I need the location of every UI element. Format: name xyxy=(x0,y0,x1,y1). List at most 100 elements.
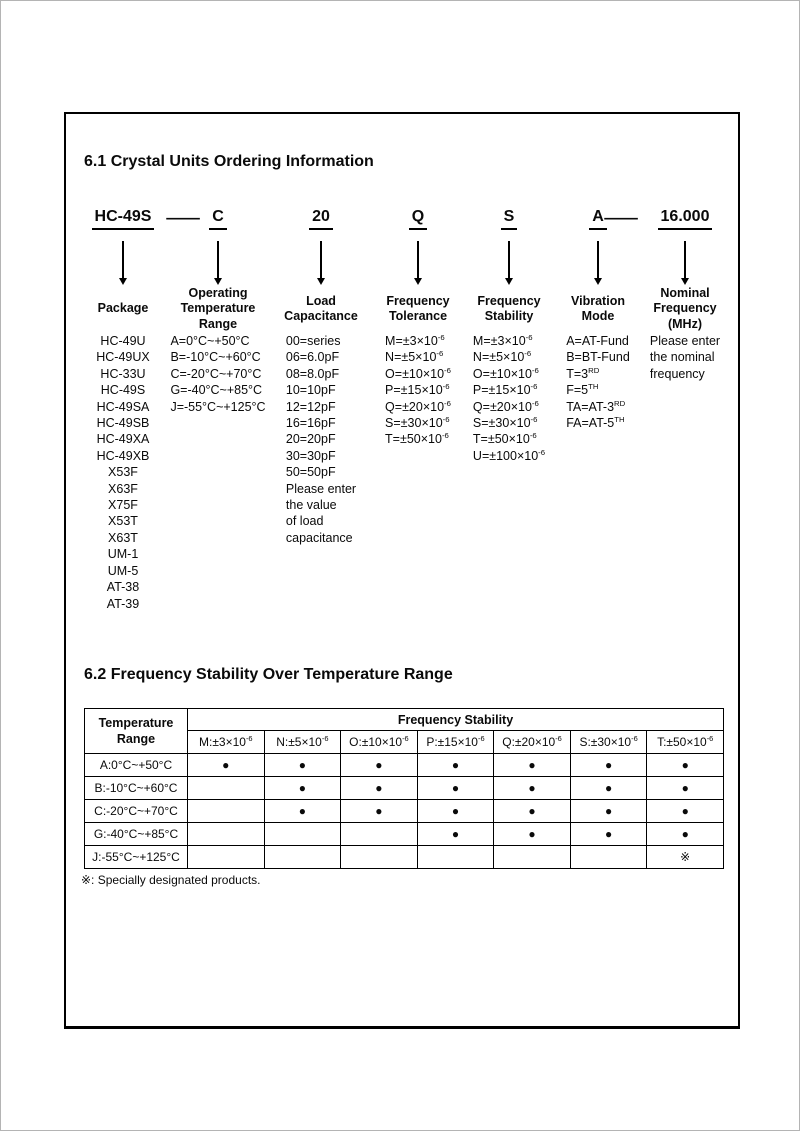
list-item: C=-20°C~+70°C xyxy=(170,366,262,381)
column-label: Vibration Mode xyxy=(571,293,625,324)
list-item: Q=±20×10-6 xyxy=(472,398,539,414)
availability-dot: ● xyxy=(263,799,342,823)
list-item: A=0°C~+50°C xyxy=(170,334,250,348)
table-row: C:-20°C~+70°C●●●●●● xyxy=(84,799,724,823)
down-arrow-icon xyxy=(684,241,686,278)
code-part-temperature: C xyxy=(209,207,227,241)
list-item: Please enter xyxy=(285,481,357,496)
availability-dot: ● xyxy=(493,799,571,823)
list-item: T=±50×10-6 xyxy=(385,431,449,447)
column-label: Frequency Tolerance xyxy=(386,293,450,324)
list-item: Q=±20×10-6 xyxy=(385,398,451,414)
stability-column-header: N:±5×10-6 xyxy=(263,730,342,754)
code-part-frequency-stability: S xyxy=(500,207,518,241)
list-item: X53T xyxy=(108,514,138,529)
code-part-frequency-tolerance: Q xyxy=(408,207,428,241)
code-part-text: S xyxy=(500,207,518,230)
list-item: M=±3×10-6 xyxy=(472,332,533,348)
stability-column-header: P:±15×10-6 xyxy=(416,730,495,754)
availability-dot: ● xyxy=(493,776,571,800)
list-item: T=3RD xyxy=(566,365,600,381)
list-item: X75F xyxy=(108,498,138,513)
pointer-vibration-mode: Vibration Mode xyxy=(555,241,641,333)
list-item: 00=series xyxy=(285,334,341,348)
code-part-text: 20 xyxy=(309,207,333,230)
availability-dot: ● xyxy=(569,753,648,777)
list-item: 08=8.0pF xyxy=(285,366,340,381)
stability-column-header: M:±3×10-6 xyxy=(187,730,265,754)
empty-cell xyxy=(187,799,265,823)
availability-dot: ● xyxy=(340,753,418,777)
down-arrow-icon xyxy=(122,241,124,278)
list-item: the value xyxy=(285,498,337,513)
temperature-range-cell: B:-10°C~+60°C xyxy=(84,776,188,800)
list-item: HC-49SB xyxy=(96,416,150,431)
list-item: X63F xyxy=(108,481,138,496)
code-part-vibration-mode: A xyxy=(589,207,607,241)
list-item: S=±30×10-6 xyxy=(385,414,450,431)
list-item: Please enter xyxy=(649,334,721,348)
code-separator-dash: — xyxy=(604,210,638,227)
availability-dot: ● xyxy=(263,776,342,800)
list-item: of load xyxy=(285,514,324,529)
pointer-load-capacitance: Load Capacitance xyxy=(269,241,373,333)
list-item: HC-49SA xyxy=(96,399,150,414)
empty-cell xyxy=(187,776,265,800)
list-item: HC-49S xyxy=(100,383,146,398)
down-arrow-head-icon xyxy=(681,278,689,285)
availability-dot: ● xyxy=(646,799,724,823)
list-item: capacitance xyxy=(285,530,353,545)
availability-dot: ● xyxy=(340,776,418,800)
table-body: A:0°C~+50°C●●●●●●●B:-10°C~+60°C●●●●●●C:-… xyxy=(84,753,724,869)
code-part-text: Q xyxy=(408,207,428,230)
list-item: HC-49UX xyxy=(96,350,150,365)
list-item: X63T xyxy=(108,530,138,545)
availability-dot: ● xyxy=(493,822,571,846)
temperature-range-cell: C:-20°C~+70°C xyxy=(84,799,188,823)
list-item: 20=20pF xyxy=(285,432,336,447)
list-item: frequency xyxy=(649,366,705,381)
availability-dot: ● xyxy=(416,753,495,777)
table-footnote: ※: Specially designated products. xyxy=(81,873,261,887)
list-item: N=±5×10-6 xyxy=(385,349,444,365)
code-part-load-capacitance: 20 xyxy=(309,207,333,241)
column-label: Nominal Frequency (MHz) xyxy=(653,285,717,331)
availability-dot: ● xyxy=(263,753,342,777)
list-item: O=±10×10-6 xyxy=(385,365,451,381)
pointer-nominal-frequency: Nominal Frequency (MHz) xyxy=(641,241,729,333)
list-item: S=±30×10-6 xyxy=(472,414,538,431)
column-label: Load Capacitance xyxy=(284,293,358,324)
down-arrow-head-icon xyxy=(505,278,513,285)
temperature-range-header: Temperature Range xyxy=(84,708,188,754)
list-item: HC-33U xyxy=(100,366,146,381)
pointer-temperature: Operating Temperature Range xyxy=(167,241,269,333)
frequency-stability-table: Temperature Range Frequency Stability M:… xyxy=(84,708,724,869)
down-arrow-icon xyxy=(320,241,322,278)
list-item: 30=30pF xyxy=(285,448,336,463)
frequency-stability-group-header: Frequency Stability xyxy=(187,708,724,731)
down-arrow-icon xyxy=(597,241,599,278)
content-border-box xyxy=(64,112,740,1029)
column-label: Operating Temperature Range xyxy=(180,285,256,331)
list-item: U=±100×10-6 xyxy=(472,447,546,463)
down-arrow-icon xyxy=(417,241,419,278)
code-part-text: A xyxy=(589,207,607,230)
empty-cell xyxy=(569,845,648,869)
list-item: P=±15×10-6 xyxy=(385,382,450,398)
list-item: N=±5×10-6 xyxy=(472,349,532,365)
list-item: B=BT-Fund xyxy=(566,350,630,365)
list-item: 12=12pF xyxy=(285,399,336,414)
stability-column-header: Q:±20×10-6 xyxy=(493,730,571,754)
list-item: 50=50pF xyxy=(285,465,336,480)
empty-cell xyxy=(187,822,265,846)
pointer-package: Package xyxy=(79,241,167,333)
